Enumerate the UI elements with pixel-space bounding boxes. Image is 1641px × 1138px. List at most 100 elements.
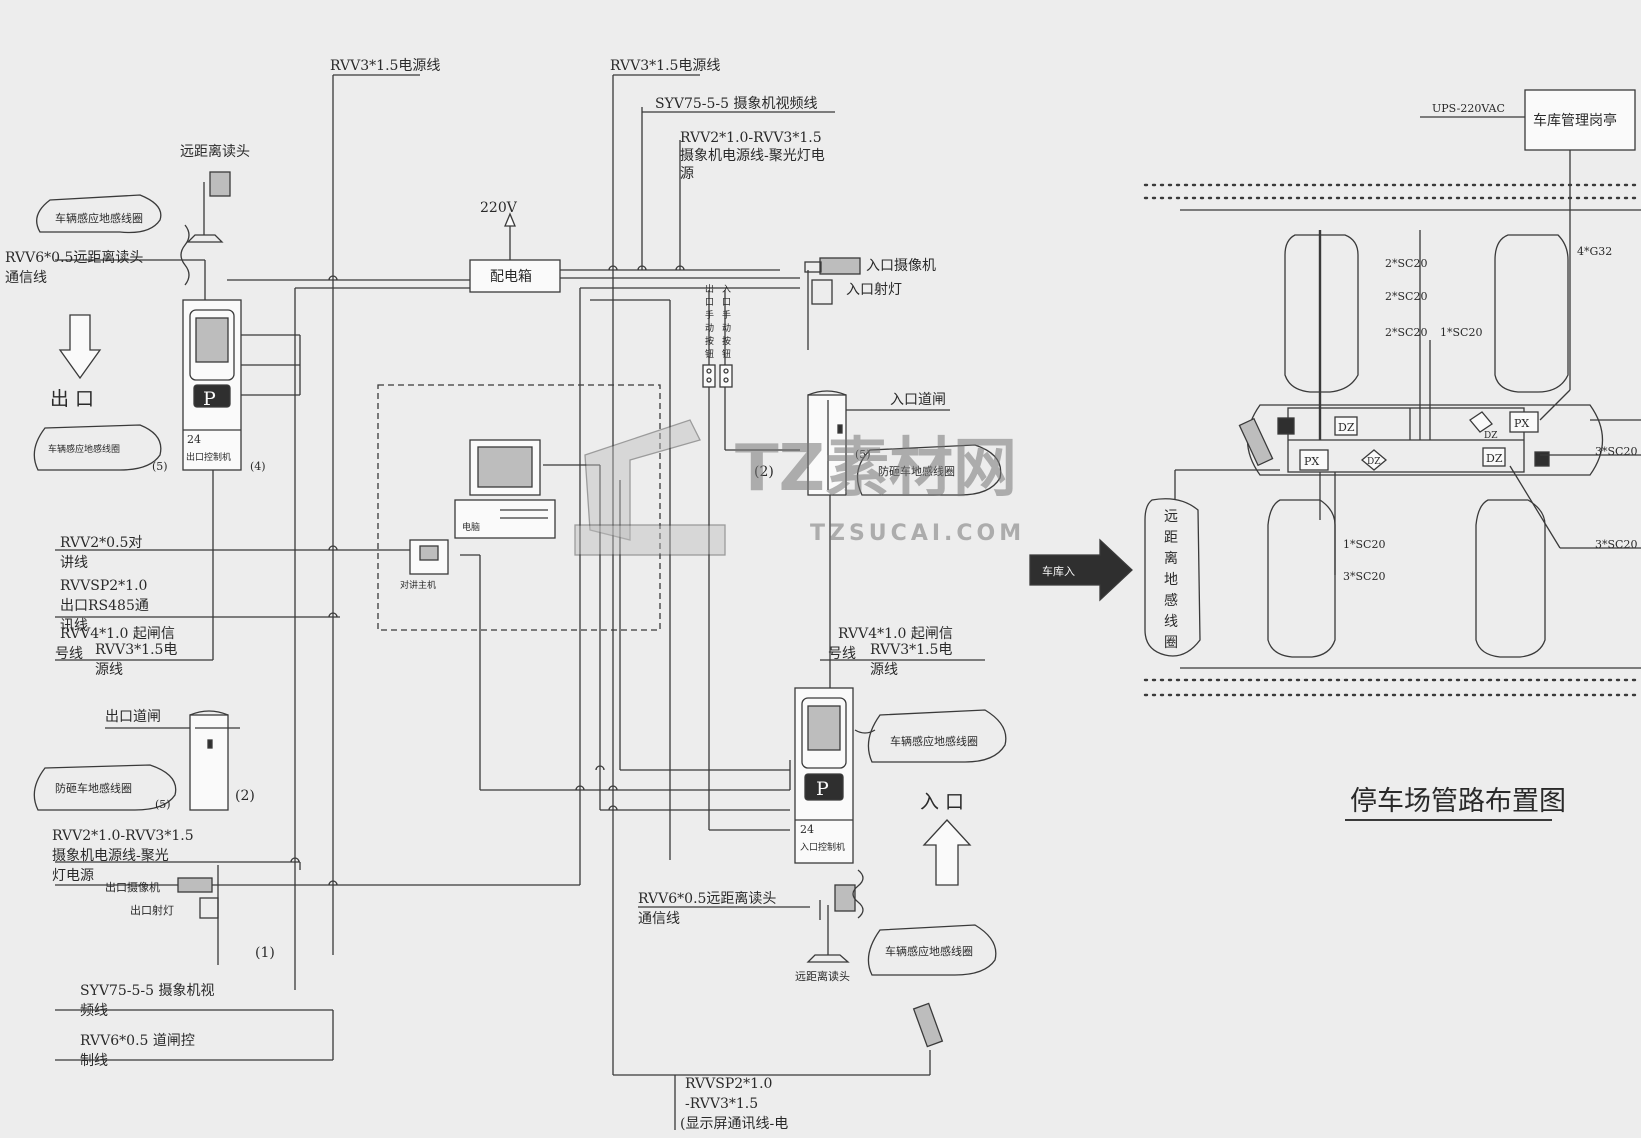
svg-text:圈: 圈: [1164, 635, 1178, 651]
label-rvvsp-3: 讯线: [60, 618, 88, 634]
label-display-1: RVVSP2*1.0: [685, 1076, 772, 1092]
label-rvv2-1: RVV2*0.5对: [60, 535, 142, 551]
label-vehicle-loop-right: 车辆感应地感线圈: [890, 734, 978, 748]
manual-buttons: 出 口 手 动 按 钮 入 口 手 动 按 钮: [702, 283, 733, 388]
label-220v: 220V: [480, 200, 518, 216]
exit-gate: 出口道闸 (2): [105, 709, 255, 811]
svg-text:钮: 钮: [705, 348, 714, 360]
entry-camera: 入口摄像机 入口射灯: [804, 257, 936, 350]
label-exit-light: 出口射灯: [130, 903, 174, 917]
label-sc3: 2*SC20: [1385, 326, 1427, 339]
label-sc2: 2*SC20: [1385, 290, 1427, 303]
label-cam-power-top-2: 摄象机电源线-聚光灯电: [680, 148, 825, 164]
svg-text:线: 线: [1164, 614, 1178, 630]
exit-camera: 出口摄像机 出口射灯 (1): [105, 865, 275, 965]
label-px1: PX: [1514, 417, 1529, 430]
entry-controller-p: P: [816, 778, 829, 800]
svg-text:地: 地: [1164, 572, 1178, 588]
svg-text:入: 入: [722, 284, 731, 295]
layout-plan: 车库管理岗亭 UPS-220VAC 4*G32 DZ PX: [1029, 89, 1641, 821]
label-dz3: DZ: [1367, 457, 1380, 467]
svg-text:口: 口: [722, 298, 731, 308]
wiring-lines: [55, 75, 985, 1076]
anti-crash-loop-exit: 防砸车地感线圈 (5): [33, 764, 177, 811]
label-n2b: (2): [235, 788, 255, 804]
label-ups: UPS-220VAC: [1432, 102, 1505, 115]
label-rvv3-right-1: RVV3*1.5电: [870, 642, 952, 658]
svg-text:手: 手: [705, 309, 714, 321]
label-n1: (1): [255, 945, 275, 961]
svg-text:距: 距: [1164, 530, 1178, 546]
vehicle-loop-bottom: 车辆感应地感线圈: [867, 924, 997, 1048]
label-rvv3-left-2: 源线: [95, 662, 123, 678]
label-cam-power-bottom-1: RVV2*1.0-RVV3*1.5: [52, 828, 194, 844]
label-booth: 车库管理岗亭: [1533, 112, 1617, 129]
label-sc1: 2*SC20: [1385, 257, 1427, 270]
label-rvv4-left-1: RVV4*1.0 起闸信: [60, 626, 175, 642]
label-exit-controller: 出口控制机: [186, 451, 231, 463]
exit-loop: 车辆感应地感线圈 (5): [33, 424, 168, 473]
label-entry-controller: 入口控制机: [800, 841, 845, 853]
anti-crash-loop-entry: 防砸车地感线圈: [856, 444, 1002, 496]
label-n2a: (2): [754, 464, 774, 480]
garage-entry-arrow-icon: 车库入: [1029, 538, 1133, 602]
exit-controller-24: 24: [187, 433, 201, 446]
entry-controller-24: 24: [800, 823, 814, 836]
label-rvv3-right-2: 源线: [870, 662, 898, 678]
intercom-host: 对讲主机: [400, 539, 449, 591]
label-rvv6-bottom-1: RVV6*0.5 道闸控: [80, 1033, 195, 1049]
vehicle-loop-right: 车辆感应地感线圈: [854, 709, 1007, 763]
svg-text:按: 按: [705, 335, 714, 347]
label-power-line-2: RVV3*1.5电源线: [610, 58, 720, 74]
label-entry-camera: 入口摄像机: [866, 258, 936, 274]
label-sc4: 1*SC20: [1440, 326, 1482, 339]
label-cam-power-top-3: 源: [680, 166, 694, 182]
exit-controller-p: P: [203, 388, 216, 410]
label-px2: PX: [1304, 455, 1319, 468]
vehicle-loop-top: 车辆感应地感线圈 RVV6*0.5远距离读头 通信线: [5, 194, 162, 286]
watermark-text: TZ素材网: [735, 432, 1017, 506]
label-n5b: (5): [855, 448, 871, 461]
svg-text:感: 感: [1164, 592, 1178, 609]
label-pc: 电脑: [462, 521, 480, 533]
label-exit-loop: 车辆感应地感线圈: [48, 443, 120, 455]
svg-text:钮: 钮: [722, 348, 731, 360]
label-anti-crash-entry: 防砸车地感线圈: [878, 464, 955, 478]
exit-arrow-icon: 出 口: [50, 314, 102, 410]
label-sc6: 1*SC20: [1343, 538, 1385, 551]
label-anti-crash-exit: 防砸车地感线圈: [55, 781, 132, 795]
exit-manual-button-text: 出 口 手 动 按 钮: [705, 283, 714, 360]
label-video-line-top: SYV75-5-5 摄象机视频线: [655, 96, 817, 112]
entry-gate: 入口道闸 (5) (2): [754, 390, 950, 496]
label-rvv3-left-1: RVV3*1.5电: [95, 642, 177, 658]
far-reader-top: 远距离读头: [180, 143, 250, 286]
label-rvvsp-1: RVVSP2*1.0: [60, 578, 147, 594]
label-intercom: 对讲主机: [400, 579, 436, 591]
svg-text:按: 按: [722, 335, 731, 347]
wire-crossings: [290, 265, 685, 886]
label-n5c: (5): [155, 798, 171, 811]
svg-text:动: 动: [722, 323, 731, 334]
label-rvv6-right-2: 通信线: [638, 911, 680, 927]
control-room-box: [377, 384, 661, 631]
computer-icon: 电脑: [454, 439, 556, 539]
svg-text:口: 口: [705, 298, 714, 308]
watermark: TZ素材网 TZSUCAI.COM: [574, 419, 1021, 556]
booth-box: [1524, 89, 1636, 151]
label-cam-power-top-1: RVV2*1.0-RVV3*1.5: [680, 130, 822, 146]
entry-controller: P 24 入口控制机: [794, 687, 854, 864]
label-n5a: (5): [152, 460, 168, 473]
label-garage-entry: 车库入: [1042, 564, 1075, 578]
label-vehicle-loop-top: 车辆感应地感线圈: [55, 211, 143, 225]
label-rvv6-top-2: 通信线: [5, 270, 47, 286]
label-display-3: (显示屏通讯线-电: [680, 1116, 788, 1132]
label-sc5: 3*SC20: [1595, 445, 1637, 458]
label-rvv6-bottom-2: 制线: [80, 1053, 108, 1069]
label-rvv4-left-2: 号线: [55, 646, 83, 662]
label-distribution-box: 配电箱: [490, 269, 532, 285]
label-rvv2-2: 讲线: [60, 555, 88, 571]
label-sc8: 3*SC20: [1595, 538, 1637, 551]
label-far-reader-bottom: 远距离读头: [795, 969, 850, 983]
